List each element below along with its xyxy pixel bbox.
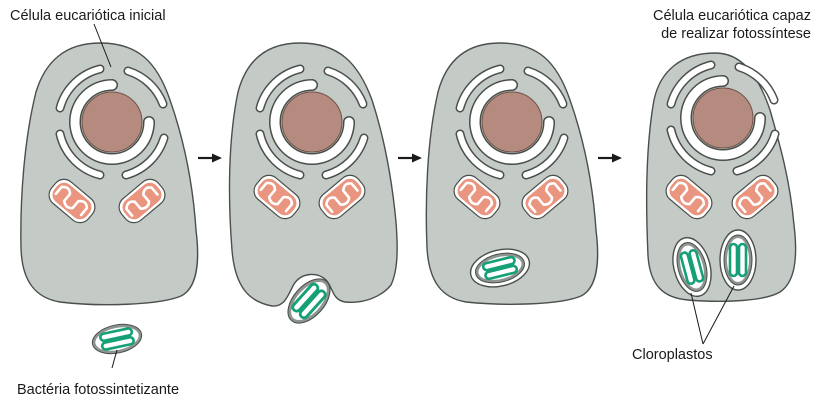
label-final-cell-line1: Célula eucariótica capaz xyxy=(596,7,811,25)
engulfing-cell xyxy=(230,43,398,331)
arrow-icon xyxy=(398,154,422,163)
nucleus xyxy=(671,65,775,171)
chloroplast xyxy=(720,230,756,290)
label-bacterium: Bactéria fotossintetizante xyxy=(17,381,179,399)
arrow-icon xyxy=(198,154,222,163)
photosynthetic-cell xyxy=(647,53,796,301)
arrow-icon xyxy=(598,154,622,163)
label-initial-cell: Célula eucariótica inicial xyxy=(10,7,166,25)
nucleus xyxy=(460,69,564,175)
photosynthetic-bacterium xyxy=(90,320,145,358)
label-final-cell: Célula eucariótica capaz de realizar fot… xyxy=(596,7,811,43)
nucleus xyxy=(60,69,164,175)
label-chloroplasts: Cloroplastos xyxy=(632,346,713,364)
nucleus xyxy=(260,69,364,175)
cell-with-vesicle xyxy=(426,43,597,304)
initial-cell xyxy=(21,43,198,305)
label-final-cell-line2: de realizar fotossíntese xyxy=(596,25,811,43)
